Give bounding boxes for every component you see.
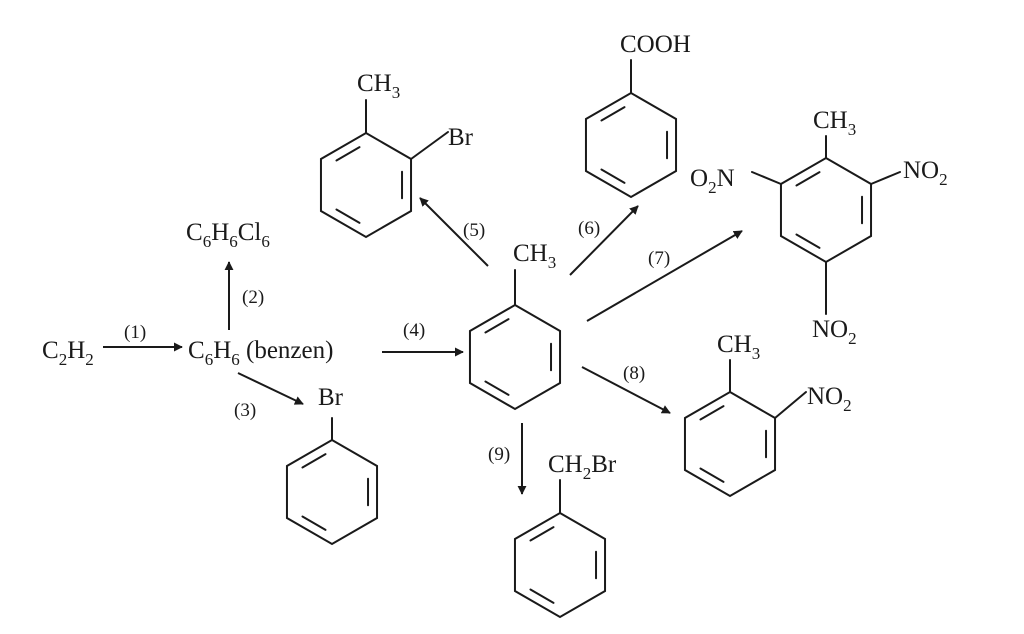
benzyl-bromide-double-bond xyxy=(529,588,555,604)
acetylene-formula: C2H2 xyxy=(42,337,94,369)
tnt-methyl-label: CH3 xyxy=(813,107,856,139)
step-5-label: (5) xyxy=(463,220,485,241)
benzoic-acid-double-bond xyxy=(600,168,626,184)
step-2-label: (2) xyxy=(242,287,264,308)
arrow-step-5 xyxy=(419,197,489,267)
arrow-step-3 xyxy=(237,372,304,405)
o-bromotoluene-double-bond xyxy=(335,146,361,162)
arrow-step-8 xyxy=(581,366,671,414)
o-bromotoluene-substituent-bond xyxy=(410,131,449,160)
tnt-bottom-nitro-label: NO2 xyxy=(812,316,857,348)
bromobenzene-double-bond xyxy=(301,515,327,531)
o-nitrotoluene-ring xyxy=(683,390,777,498)
o-nitrotoluene-double-bond xyxy=(699,405,725,421)
tnt-double-bond xyxy=(795,233,821,249)
toluene-double-bond xyxy=(484,318,510,334)
step-8-label: (8) xyxy=(623,363,645,384)
benzoic-acid-double-bond xyxy=(600,106,626,122)
tnt-left-nitro-label: O2N xyxy=(690,165,735,197)
bromobenzene-br-label: Br xyxy=(318,384,344,411)
o-nitrotoluene-nitro-label: NO2 xyxy=(807,383,852,415)
step-4-label: (4) xyxy=(403,320,425,341)
toluene-methyl-label: CH3 xyxy=(513,240,556,272)
o-bromotoluene-methyl-label: CH3 xyxy=(357,70,400,102)
step-7-label: (7) xyxy=(648,248,670,269)
benzyl-bromide-label: CH2Br xyxy=(548,451,617,483)
step-9-label: (9) xyxy=(488,444,510,465)
step-1-label: (1) xyxy=(124,322,146,343)
toluene-ring xyxy=(468,303,562,411)
step-3-label: (3) xyxy=(234,400,256,421)
tnt-substituent-bond xyxy=(870,171,901,185)
hexachlorocyclohexane-formula: C6H6Cl6 xyxy=(186,219,270,251)
benzyl-bromide-double-bond xyxy=(529,526,555,542)
tnt-substituent-bond xyxy=(751,171,782,185)
toluene-double-bond xyxy=(484,380,510,396)
o-bromotoluene-br-label: Br xyxy=(448,124,474,151)
step-6-label: (6) xyxy=(578,218,600,239)
o-nitrotoluene-methyl-label: CH3 xyxy=(717,331,760,363)
tnt-ring xyxy=(779,156,873,264)
o-nitrotoluene-double-bond xyxy=(699,467,725,483)
benzoic-acid-cooh-label: COOH xyxy=(620,31,691,58)
benzoic-acid-ring xyxy=(584,91,678,199)
tnt-double-bond xyxy=(795,171,821,187)
arrow-step-6 xyxy=(569,205,639,276)
benzyl-bromide-ring xyxy=(513,511,607,619)
tnt-right-nitro-label: NO2 xyxy=(903,157,948,189)
bromobenzene-ring xyxy=(285,438,379,546)
arrow-step-7 xyxy=(586,230,743,322)
o-bromotoluene-ring xyxy=(319,131,413,239)
o-bromotoluene-double-bond xyxy=(335,208,361,224)
bromobenzene-double-bond xyxy=(301,453,327,469)
benzene-formula: C6H6 (benzen) xyxy=(188,337,333,369)
o-nitrotoluene-substituent-bond xyxy=(774,391,807,419)
